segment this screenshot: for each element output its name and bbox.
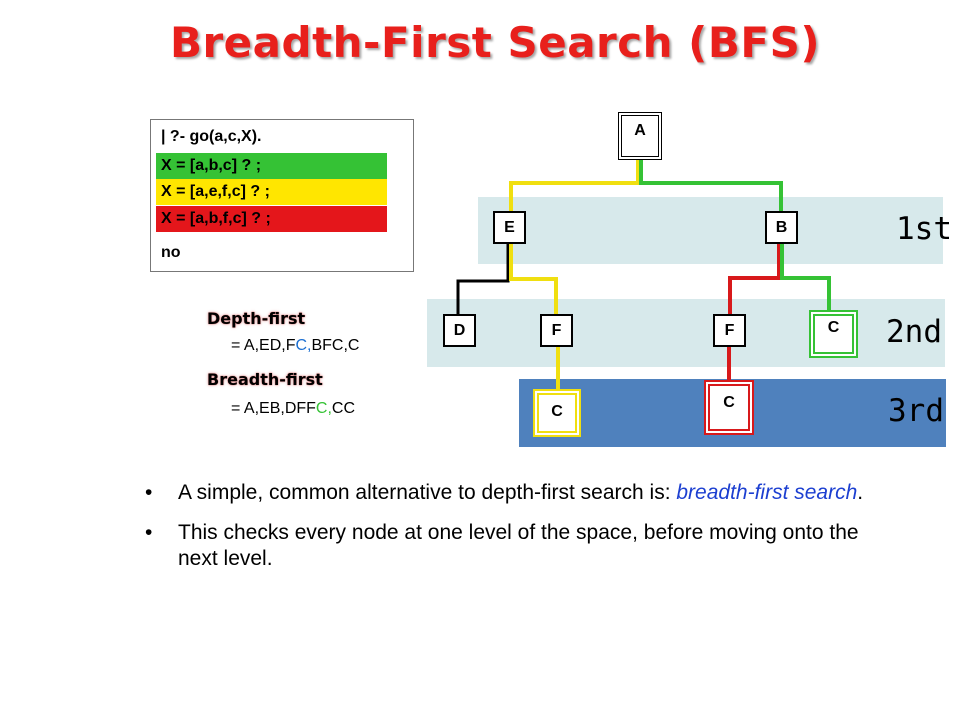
level-label-3rd: 3rd	[888, 393, 944, 429]
node-a: A	[618, 112, 662, 160]
edge-e-f	[509, 243, 558, 314]
bullet-dot-icon: •	[145, 521, 153, 544]
prolog-answer-yellow: X = [a,e,f,c] ? ;	[156, 179, 387, 205]
prolog-answer-green: X = [a,b,c] ? ;	[156, 153, 387, 179]
level-2-band	[427, 299, 945, 367]
bullet-2-text: This checks every node at one level of t…	[178, 521, 859, 570]
node-c-green: C	[809, 310, 858, 358]
node-e-label: E	[504, 219, 515, 236]
edge-e-d	[456, 243, 510, 314]
node-f-left: F	[540, 314, 573, 347]
depth-first-order: = A,ED,FC,BFC,C	[231, 337, 359, 355]
node-f-right: F	[713, 314, 746, 347]
node-f-right-label: F	[724, 322, 735, 339]
node-c-yellow-label: C	[551, 403, 563, 420]
bullet-1-end: .	[857, 481, 864, 504]
prolog-output-box: | ?- go(a,c,X). X = [a,b,c] ? ; X = [a,e…	[150, 119, 414, 272]
node-b-label: B	[775, 219, 788, 236]
edge-a-b	[639, 160, 783, 211]
level-label-1st: 1st	[896, 211, 952, 247]
edge-a-e	[509, 160, 640, 211]
level-label-2nd: 2nd	[886, 314, 942, 350]
depth-first-suffix: BFC,C	[311, 337, 360, 354]
slide-title: Breadth-First Search (BFS)	[169, 18, 821, 67]
node-c-yellow: C	[533, 389, 581, 437]
breadth-first-heading: Breadth-first	[207, 370, 323, 389]
level-1-band	[478, 197, 943, 264]
depth-first-heading: Depth-first	[207, 309, 306, 328]
bullet-item: • This checks every node at one level of…	[145, 520, 865, 572]
breadth-first-suffix: CC	[331, 400, 356, 417]
breadth-first-prefix: = A,EB,DFF	[231, 400, 316, 417]
prolog-query: | ?- go(a,c,X).	[161, 128, 262, 145]
prolog-answer-red: X = [a,b,f,c] ? ;	[156, 206, 387, 232]
bullet-dot-icon: •	[145, 481, 153, 504]
node-c-green-label: C	[827, 319, 840, 336]
node-a-label: A	[634, 122, 646, 139]
bullet-list: • A simple, common alternative to depth-…	[145, 480, 865, 586]
depth-first-highlight: C,	[295, 337, 312, 354]
breadth-first-order: = A,EB,DFFC,CC	[231, 400, 355, 418]
bullet-1-text: A simple, common alternative to depth-fi…	[178, 481, 677, 504]
bullet-item: • A simple, common alternative to depth-…	[145, 480, 865, 506]
node-f-left-label: F	[551, 322, 562, 339]
node-e: E	[493, 211, 526, 244]
edge-b-c	[780, 243, 831, 312]
node-c-red-label: C	[723, 394, 735, 411]
node-b: B	[765, 211, 798, 244]
bullet-1-emphasis: breadth-first search	[676, 481, 858, 504]
prolog-final: no	[161, 244, 181, 261]
node-d-label: D	[453, 322, 466, 339]
depth-first-prefix: = A,ED,F	[231, 337, 296, 354]
edge-b-f	[728, 243, 781, 314]
breadth-first-highlight: C,	[315, 400, 332, 417]
node-c-red: C	[704, 380, 754, 435]
node-d: D	[443, 314, 476, 347]
